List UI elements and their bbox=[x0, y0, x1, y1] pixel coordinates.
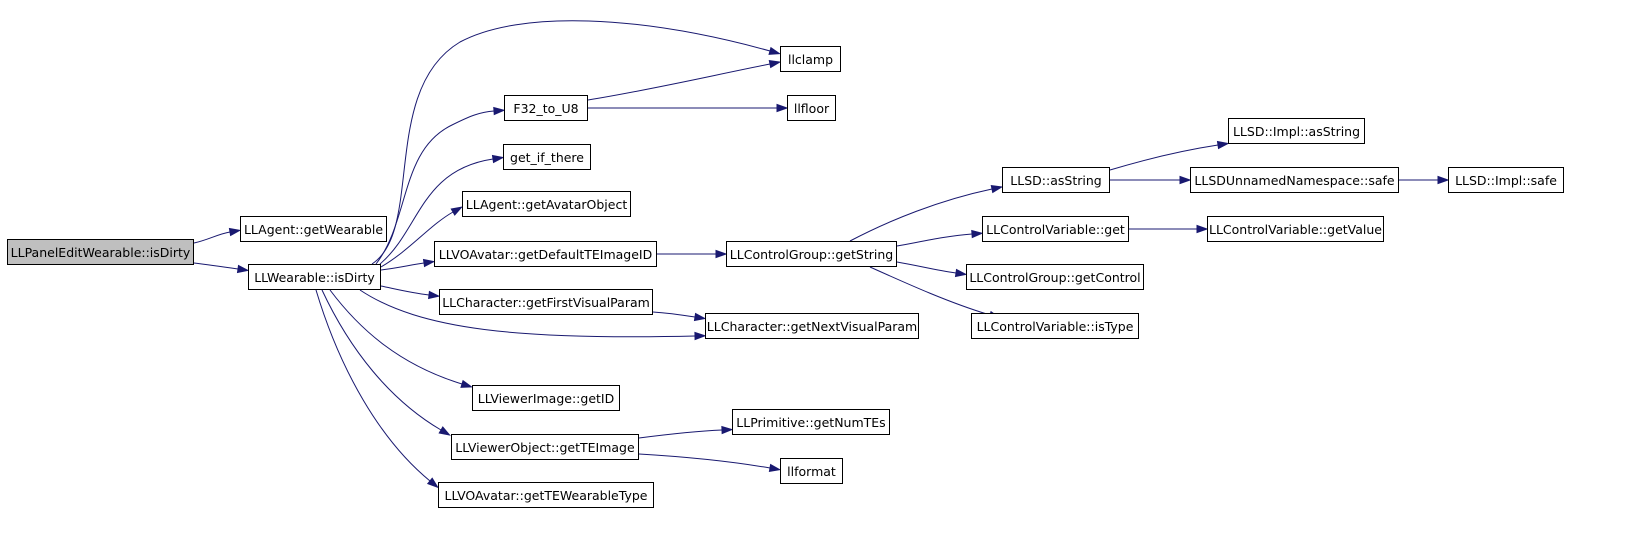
arrowhead-f32_to_u8-to-llfloor bbox=[776, 103, 789, 113]
arrowhead-wearable_isdirty-to-agent_getavatarobject bbox=[450, 206, 464, 216]
edge-wearable_isdirty-to-character_getfirstvisualparam bbox=[380, 285, 430, 296]
node-controlvariable-get[interactable]: LLControlVariable::get bbox=[982, 216, 1129, 242]
edge-controlgroup_getstring-to-controlvariable_istype bbox=[869, 266, 991, 316]
arrowhead-llsd_unnamed_safe-to-llsd_impl_safe bbox=[1437, 175, 1450, 185]
node-llclamp[interactable]: llclamp bbox=[780, 46, 841, 72]
arrowhead-wearable_isdirty-to-voavatar_gettewearabletype bbox=[426, 477, 439, 489]
edge-wearable_isdirty-to-agent_getavatarobject bbox=[380, 211, 454, 268]
node-llsd-unnamed-safe[interactable]: LLSDUnnamedNamespace::safe bbox=[1190, 167, 1399, 193]
arrowhead-wearable_isdirty-to-get_if_there bbox=[491, 154, 505, 164]
node-wearable-isdirty[interactable]: LLWearable::isDirty bbox=[248, 264, 381, 290]
edge-f32_to_u8-to-llclamp bbox=[587, 63, 771, 101]
node-llsd-asstring[interactable]: LLSD::asString bbox=[1002, 167, 1110, 193]
arrowhead-voavatar_getdefaultteimageid-to-controlgroup_getstring bbox=[715, 249, 728, 259]
edge-controlgroup_getstring-to-controlvariable_get bbox=[896, 233, 973, 247]
arrowhead-character_getfirstvisualparam-to-character_getnextvisualparam bbox=[693, 312, 707, 322]
arrowhead-wearable_isdirty-to-viewerimage_getid bbox=[460, 379, 474, 388]
arrowhead-wearable_isdirty-to-llclamp bbox=[768, 46, 782, 55]
arrowhead-panel_isdirty-to-wearable_isdirty bbox=[236, 264, 250, 274]
node-controlvariable-getvalue[interactable]: LLControlVariable::getValue bbox=[1207, 216, 1384, 242]
node-controlvariable-istype[interactable]: LLControlVariable::isType bbox=[971, 313, 1139, 339]
node-viewerimage-getid[interactable]: LLViewerImage::getID bbox=[472, 385, 620, 411]
node-llsd-impl-asstring[interactable]: LLSD::Impl::asString bbox=[1228, 118, 1365, 144]
node-primitive-getnumtes[interactable]: LLPrimitive::getNumTEs bbox=[732, 409, 890, 435]
edge-viewerobject_getteimage-to-llformat bbox=[638, 453, 771, 469]
node-character-getfirstvisualparam[interactable]: LLCharacter::getFirstVisualParam bbox=[439, 289, 653, 315]
edge-wearable_isdirty-to-f32_to_u8 bbox=[375, 110, 495, 265]
node-voavatar-gettewearabletype[interactable]: LLVOAvatar::getTEWearableType bbox=[438, 482, 654, 508]
node-get-if-there[interactable]: get_if_there bbox=[503, 144, 591, 170]
edge-controlgroup_getstring-to-llsd_asstring bbox=[849, 188, 993, 242]
arrowhead-llsd_asstring-to-llsd_unnamed_safe bbox=[1179, 175, 1192, 185]
arrowhead-panel_isdirty-to-agent_getwearable bbox=[228, 227, 242, 237]
edge-character_getfirstvisualparam-to-character_getnextvisualparam bbox=[652, 311, 696, 318]
node-llsd-impl-safe[interactable]: LLSD::Impl::safe bbox=[1448, 167, 1564, 193]
edge-wearable_isdirty-to-voavatar_getdefaultteimageid bbox=[380, 262, 425, 271]
arrowhead-wearable_isdirty-to-viewerobject_getteimage bbox=[438, 426, 451, 436]
arrowhead-controlgroup_getstring-to-controlgroup_getcontrol bbox=[954, 268, 968, 278]
arrowhead-controlgroup_getstring-to-llsd_asstring bbox=[990, 184, 1004, 194]
arrowhead-llsd_asstring-to-llsd_impl_asstring bbox=[1216, 140, 1230, 150]
edge-wearable_isdirty-to-character_getnextvisualparam bbox=[359, 289, 696, 338]
edge-viewerobject_getteimage-to-primitive_getnumtes bbox=[638, 429, 723, 439]
node-panel-isdirty: LLPanelEditWearable::isDirty bbox=[7, 239, 194, 265]
node-llformat[interactable]: llformat bbox=[780, 458, 843, 484]
node-controlgroup-getstring[interactable]: LLControlGroup::getString bbox=[726, 241, 897, 267]
arrowhead-viewerobject_getteimage-to-primitive_getnumtes bbox=[721, 425, 734, 435]
node-f32-to-u8[interactable]: F32_to_U8 bbox=[504, 95, 588, 121]
edge-panel_isdirty-to-wearable_isdirty bbox=[193, 262, 239, 270]
edge-controlgroup_getstring-to-controlgroup_getcontrol bbox=[896, 261, 957, 274]
node-character-getnextvisualparam[interactable]: LLCharacter::getNextVisualParam bbox=[705, 313, 919, 339]
node-agent-getavatarobject[interactable]: LLAgent::getAvatarObject bbox=[462, 191, 631, 217]
edge-wearable_isdirty-to-llclamp bbox=[371, 20, 771, 265]
edge-llsd_asstring-to-llsd_impl_asstring bbox=[1109, 144, 1219, 171]
arrowhead-viewerobject_getteimage-to-llformat bbox=[768, 463, 782, 473]
edge-wearable_isdirty-to-voavatar_gettewearabletype bbox=[315, 289, 431, 482]
node-controlgroup-getcontrol[interactable]: LLControlGroup::getControl bbox=[966, 264, 1144, 290]
arrowhead-wearable_isdirty-to-character_getnextvisualparam bbox=[694, 331, 707, 341]
edge-wearable_isdirty-to-viewerimage_getid bbox=[329, 289, 463, 385]
node-llfloor[interactable]: llfloor bbox=[787, 95, 836, 121]
arrowhead-wearable_isdirty-to-voavatar_getdefaultteimageid bbox=[422, 258, 436, 268]
arrowhead-controlvariable_get-to-controlvariable_getvalue bbox=[1196, 224, 1209, 234]
node-agent-getwearable[interactable]: LLAgent::getWearable bbox=[240, 216, 387, 242]
arrowhead-wearable_isdirty-to-f32_to_u8 bbox=[493, 106, 506, 116]
edge-wearable_isdirty-to-get_if_there bbox=[379, 158, 494, 265]
arrowhead-wearable_isdirty-to-character_getfirstvisualparam bbox=[428, 290, 441, 300]
node-viewerobject-getteimage[interactable]: LLViewerObject::getTEImage bbox=[451, 434, 639, 460]
edge-panel_isdirty-to-agent_getwearable bbox=[193, 231, 231, 244]
node-voavatar-getdefaultteimageid[interactable]: LLVOAvatar::getDefaultTEImageID bbox=[434, 241, 657, 267]
arrowhead-f32_to_u8-to-llclamp bbox=[768, 59, 782, 69]
arrowhead-controlgroup_getstring-to-controlvariable_get bbox=[971, 229, 984, 239]
edge-wearable_isdirty-to-viewerobject_getteimage bbox=[321, 289, 442, 431]
